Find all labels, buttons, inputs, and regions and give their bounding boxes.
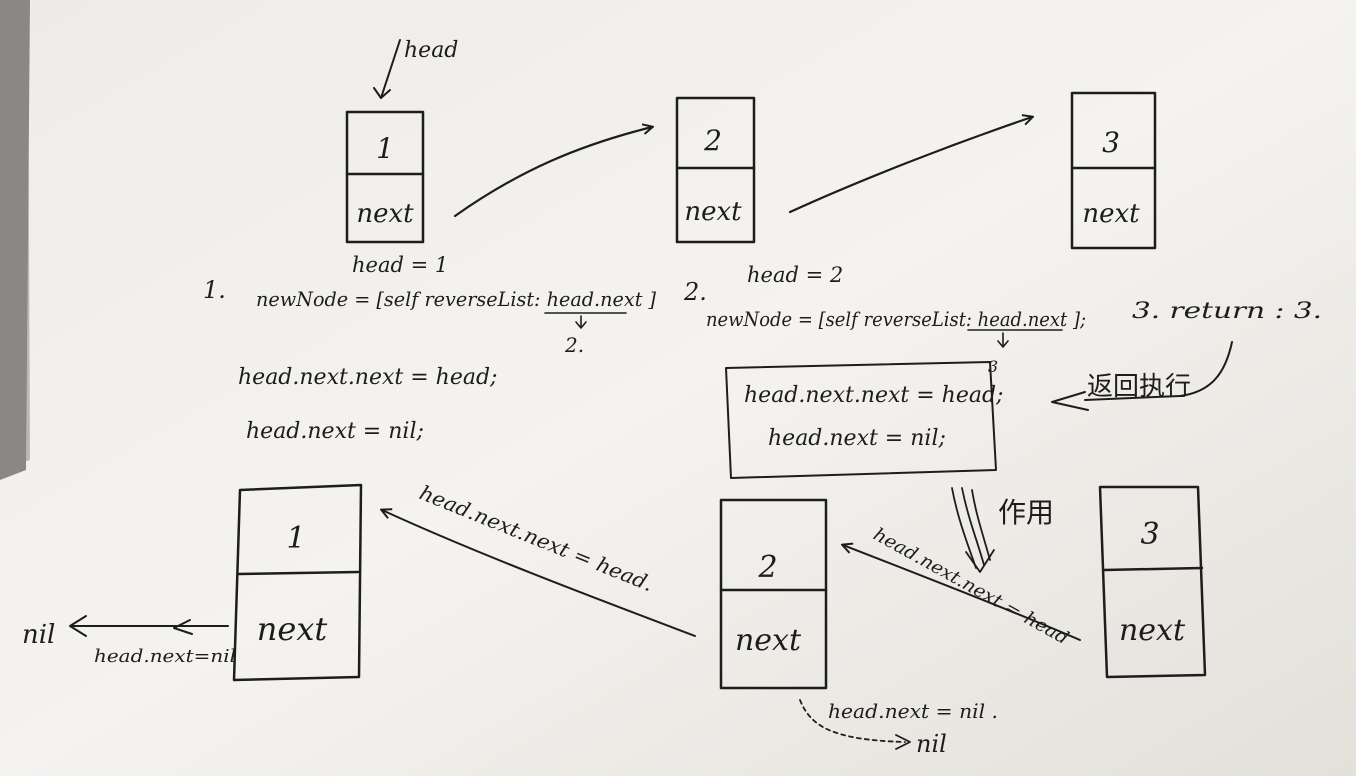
effect-arrow: 作用 bbox=[951, 487, 1054, 573]
top-node-3-value: 3 bbox=[1102, 126, 1120, 159]
step2-head-assign: head = 2 bbox=[747, 263, 843, 287]
bottom-node-1-nil: nil head.next=nil bbox=[22, 615, 236, 667]
bottom-node-2-nil-dashed-line bbox=[799, 699, 906, 743]
top-head-pointer: head bbox=[373, 38, 458, 99]
bottom-node-1-nil-arrowhead-2 bbox=[173, 619, 193, 635]
bottom-node-3: 3 next bbox=[1098, 485, 1207, 679]
top-node-3-next: next bbox=[1082, 199, 1140, 229]
bottom-node-1-nil-arrowhead bbox=[69, 615, 87, 637]
step2-call: newNode = [self reverseList: head.next ]… bbox=[706, 307, 1086, 331]
top-head-label: head bbox=[404, 38, 458, 63]
top-node-1-box bbox=[345, 110, 425, 244]
step-2: 2. head = 2 newNode = [self reverseList:… bbox=[683, 263, 1086, 479]
top-node-2-value: 2 bbox=[703, 124, 722, 157]
step2-box-line1: head.next.next = head; bbox=[744, 383, 1003, 408]
bottom-node-2-next: next bbox=[735, 623, 802, 658]
bottom-node-3-next: next bbox=[1119, 613, 1186, 648]
bottom-node-1-nil-label: nil bbox=[22, 620, 55, 650]
bottom-node-1-next: next bbox=[257, 610, 328, 648]
step-1: 1. head = 1 newNode = [self reverseList:… bbox=[203, 253, 656, 444]
top-node-2-box bbox=[675, 96, 756, 244]
step-3: 3. return : 3. 返回执行 bbox=[1051, 299, 1322, 411]
step1-call-arrow-label: 2. bbox=[564, 333, 584, 357]
return-execute-arrowhead bbox=[1051, 391, 1089, 411]
top-arrow-2-to-3 bbox=[788, 117, 1032, 214]
top-node-3: 3 next bbox=[1070, 91, 1157, 250]
step2-box-line2: head.next = nil; bbox=[768, 426, 946, 451]
effect-stroke-1 bbox=[951, 487, 977, 569]
bottom-node-1-nil-arrow-label: head.next=nil bbox=[94, 646, 236, 667]
bottom-node-1: 1 next bbox=[232, 483, 363, 682]
return-execute-curve bbox=[1084, 341, 1233, 401]
top-arrow-1-to-2 bbox=[453, 127, 652, 218]
top-node-1: 1 next bbox=[345, 110, 425, 244]
top-node-2-next: next bbox=[684, 197, 742, 227]
top-node-1-value: 1 bbox=[376, 132, 394, 165]
bottom-node-1-box bbox=[232, 483, 363, 682]
effect-stroke-3 bbox=[971, 489, 991, 561]
step2-down-arrow bbox=[997, 332, 1009, 348]
top-head-arrowhead bbox=[373, 87, 391, 99]
effect-label: 作用 bbox=[998, 496, 1054, 529]
paper-shadow-left bbox=[0, 0, 30, 480]
step1-head-assign: head = 1 bbox=[352, 253, 448, 277]
bottom-node-3-divider bbox=[1102, 566, 1204, 572]
bottom-node-2-nil: head.next = nil . nil bbox=[799, 699, 998, 758]
step1-call: newNode = [self reverseList: head.next ] bbox=[256, 287, 656, 311]
bottom-node-2-nil-arrow-label: head.next = nil . bbox=[828, 699, 998, 723]
effect-arrowhead bbox=[965, 549, 995, 573]
bottom-arrow-2-to-1-line bbox=[382, 510, 696, 637]
bottom-node-1-divider bbox=[236, 570, 360, 576]
step2-number: 2. bbox=[683, 278, 707, 306]
step2-code-box bbox=[725, 361, 997, 479]
step1-line2: head.next = nil; bbox=[246, 419, 424, 444]
bottom-arrow-3-to-2-line bbox=[843, 545, 1081, 641]
top-head-arrow bbox=[380, 39, 401, 99]
bottom-node-2: 2 next bbox=[719, 498, 828, 690]
top-node-3-box bbox=[1070, 91, 1157, 250]
bottom-node-2-box bbox=[719, 498, 828, 690]
bottom-node-2-nil-label: nil bbox=[916, 730, 947, 758]
effect-stroke-2 bbox=[961, 487, 985, 566]
step3-text: 3. return : 3. bbox=[1132, 299, 1322, 324]
step2-call-arrow-label: 3 bbox=[988, 357, 998, 376]
top-node-1-next: next bbox=[356, 199, 414, 229]
bottom-node-2-nil-arrowhead bbox=[895, 734, 911, 750]
step1-line1: head.next.next = head; bbox=[238, 365, 497, 390]
bottom-node-3-value: 3 bbox=[1140, 517, 1159, 552]
top-node-2: 2 next bbox=[675, 96, 756, 244]
bottom-node-3-box bbox=[1098, 485, 1207, 679]
bottom-node-1-value: 1 bbox=[286, 521, 305, 556]
step1-number: 1. bbox=[203, 276, 226, 304]
bottom-node-2-value: 2 bbox=[757, 550, 777, 585]
step1-down-arrow bbox=[575, 315, 587, 329]
